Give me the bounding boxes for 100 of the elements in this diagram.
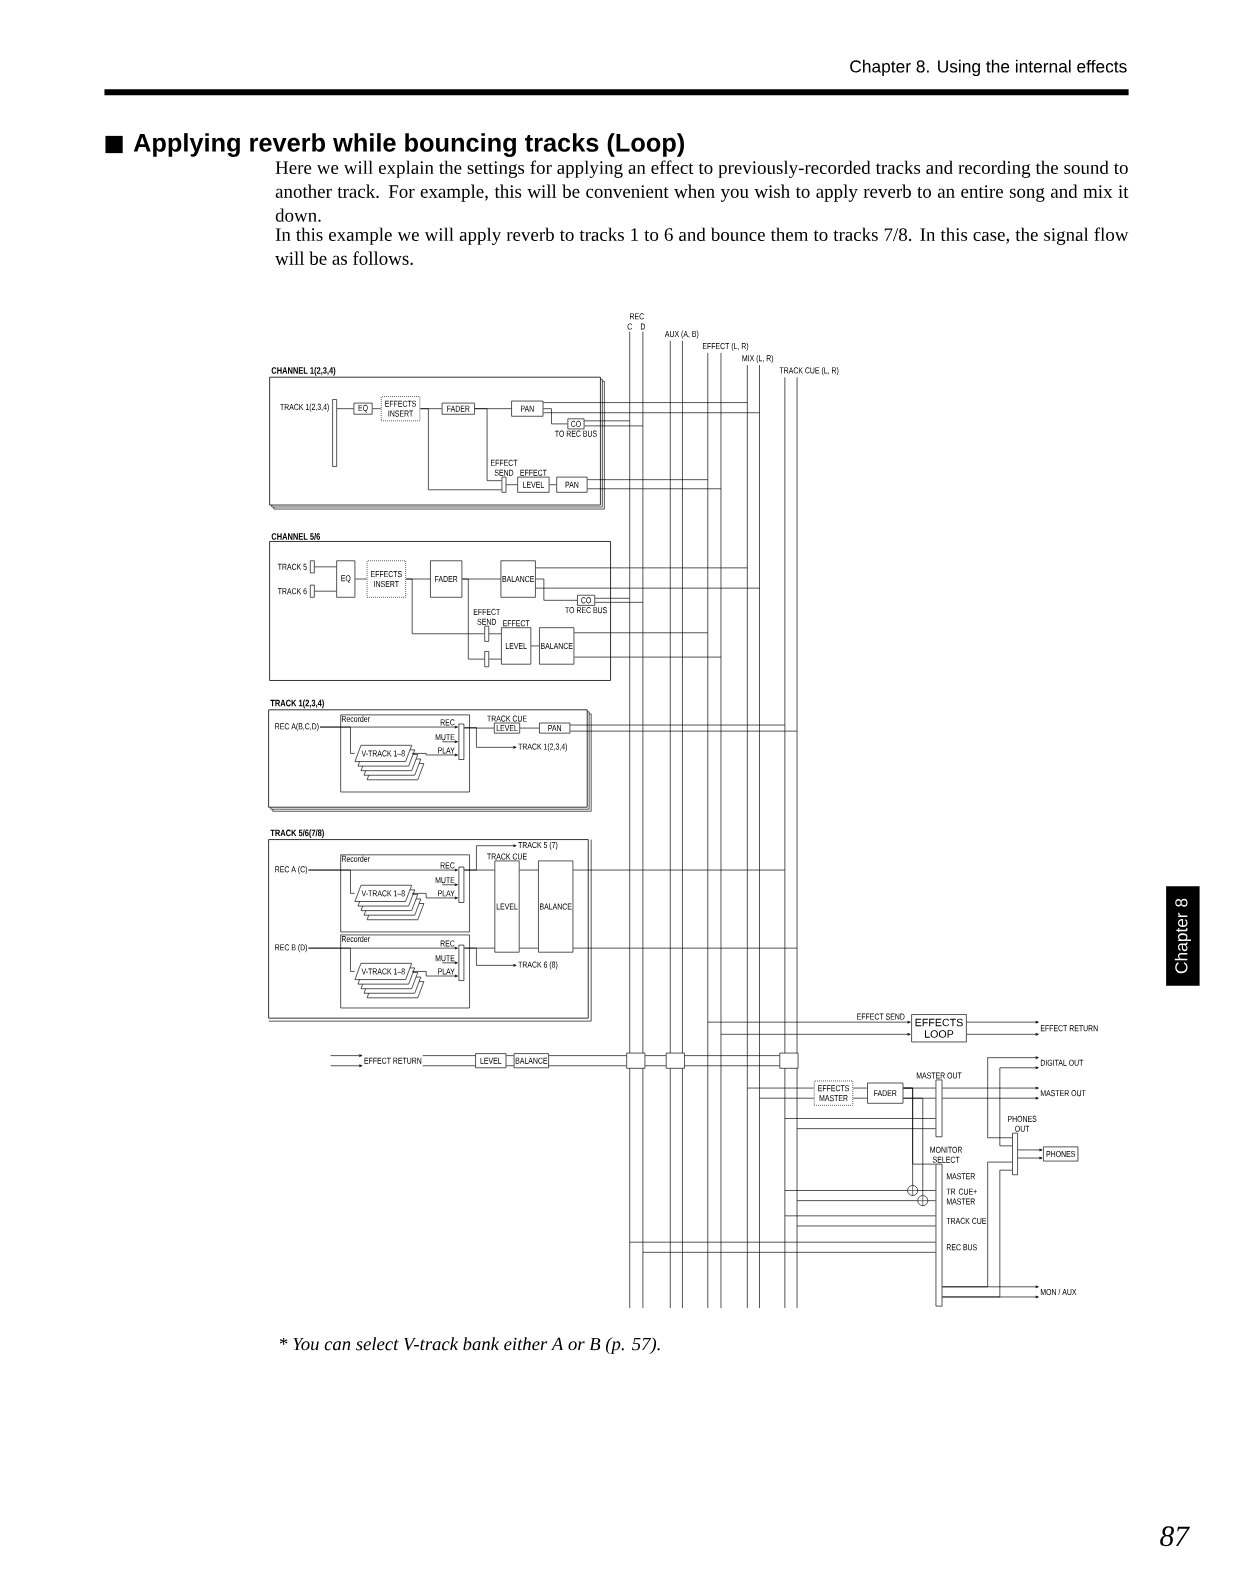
signal-line xyxy=(308,869,355,894)
arrow xyxy=(441,883,458,887)
arrow xyxy=(966,1033,1039,1036)
signal-line xyxy=(543,412,760,414)
signal-line xyxy=(543,408,568,425)
node-label: EFFECT SEND xyxy=(473,608,501,625)
block-box: BALANCE xyxy=(513,1053,549,1069)
block-box: CO TO REC BUS xyxy=(565,594,607,614)
signal-label: EFFECT RETURN xyxy=(364,1057,422,1064)
signal-line xyxy=(642,1252,936,1253)
signal-line xyxy=(548,1065,627,1067)
junction-box xyxy=(665,1052,685,1069)
signal-line xyxy=(548,1055,627,1056)
arrow xyxy=(411,971,458,978)
dashed-block-box: EFFECTS INSERT xyxy=(380,396,421,422)
signal-line xyxy=(587,479,709,480)
junction-box xyxy=(779,1052,799,1069)
block-box: BALANCE xyxy=(500,560,536,598)
v-track-stack: V-TRACK 1–8 xyxy=(354,745,425,781)
bus-label: D xyxy=(640,323,646,330)
bus-label: REC xyxy=(630,313,644,320)
block-box: FADER xyxy=(867,1082,904,1104)
signal-line xyxy=(519,727,540,729)
signal-line xyxy=(549,484,557,486)
signal-line xyxy=(573,632,709,634)
signal-line xyxy=(308,947,355,972)
signal-line xyxy=(543,402,748,403)
signal-line xyxy=(784,1118,936,1119)
node-label: TRACK CUE xyxy=(487,853,527,860)
block-box: FADER xyxy=(430,560,463,598)
node-label: PHONES OUT xyxy=(1008,1115,1037,1132)
node-label: TRACK CUE xyxy=(946,1217,987,1224)
signal-line xyxy=(314,590,337,592)
signal-line xyxy=(569,724,786,726)
block-box: EQ xyxy=(336,560,356,598)
signal-label: TRACK 5 (7) xyxy=(518,841,558,850)
signal-line xyxy=(784,1190,908,1191)
bus-label: TRACK CUE (L, R) xyxy=(779,367,839,376)
node-label: CHANNEL 5/6 xyxy=(271,532,321,540)
bus-label: MIX (L, R) xyxy=(742,354,774,363)
signal-label: REC A(B,C,D) xyxy=(275,723,319,732)
node-label: TO REC BUS xyxy=(554,430,597,437)
signal-line xyxy=(572,947,798,949)
arrow xyxy=(720,1033,911,1036)
node-label: TO REC BUS xyxy=(565,607,607,614)
edge-label: EFFECT SEND xyxy=(857,1013,905,1020)
signal-line xyxy=(422,1065,476,1067)
switch-bar: EFFECT SEND xyxy=(491,459,518,493)
signal-line xyxy=(927,1200,936,1201)
signal-line xyxy=(372,408,382,409)
signal-line xyxy=(530,645,540,647)
signal-line xyxy=(629,1241,936,1243)
chapter-tab: Chapter 8 xyxy=(1166,886,1200,986)
edge-label: REC xyxy=(440,862,455,869)
node-label: TRACK CUE xyxy=(487,715,527,722)
signal-line xyxy=(796,1225,936,1227)
switch-bar: MONITOR SELECT MASTER TR CUE+ MASTER TRACK CUE REC BUS xyxy=(930,1146,987,1307)
block-box: PAN xyxy=(511,400,544,417)
signal-line xyxy=(852,1097,868,1099)
signal-line xyxy=(314,566,337,568)
signal-line xyxy=(573,656,722,658)
signal-line xyxy=(903,1097,924,1196)
signal-line xyxy=(587,488,722,490)
signal-line xyxy=(506,1055,515,1056)
signal-line xyxy=(535,567,748,569)
signal-line xyxy=(405,578,485,635)
arrow xyxy=(463,844,517,871)
node-label: V-TRACK 1–8 xyxy=(361,750,405,757)
signal-line xyxy=(584,425,644,427)
edge-label: MUTE xyxy=(435,734,455,741)
edge-label: MUTE xyxy=(435,877,455,884)
signal-line xyxy=(474,408,502,481)
signal-label: MASTER OUT xyxy=(1040,1090,1086,1097)
signal-line xyxy=(461,578,485,660)
node-label: EFFECT SEND xyxy=(491,459,518,476)
signal-line xyxy=(917,1190,936,1191)
signal-line xyxy=(594,602,644,603)
v-track-stack: V-TRACK 1–8 xyxy=(354,963,425,999)
node-label: TRACK 1(2,3,4) xyxy=(270,699,324,709)
summing-circle xyxy=(906,1184,919,1197)
signal-line xyxy=(336,408,354,409)
signal-line xyxy=(354,578,367,580)
arrow xyxy=(411,893,458,900)
arrow xyxy=(999,1066,1039,1147)
signal-line xyxy=(759,1097,815,1099)
node-label: MASTER OUT xyxy=(916,1072,962,1079)
junction-box xyxy=(626,1052,646,1069)
edge-label: MUTE xyxy=(435,955,455,962)
node-label: TRACK 1(2,3,4) xyxy=(280,403,329,412)
signal-line xyxy=(488,633,502,635)
signal-label: TRACK 1(2,3,4) xyxy=(518,743,567,752)
node-label: EFFECT xyxy=(503,620,530,627)
signal-line xyxy=(644,1055,667,1056)
switch-bar: TRACK 6 xyxy=(277,584,315,598)
switch-bar: MASTER OUT xyxy=(916,1072,962,1138)
signal-line xyxy=(852,1087,868,1089)
signal-line xyxy=(463,727,495,729)
block-box: EQ xyxy=(353,402,373,415)
arrow xyxy=(942,1086,1039,1090)
node-label: TRACK 5/6(7/8) xyxy=(270,829,324,839)
